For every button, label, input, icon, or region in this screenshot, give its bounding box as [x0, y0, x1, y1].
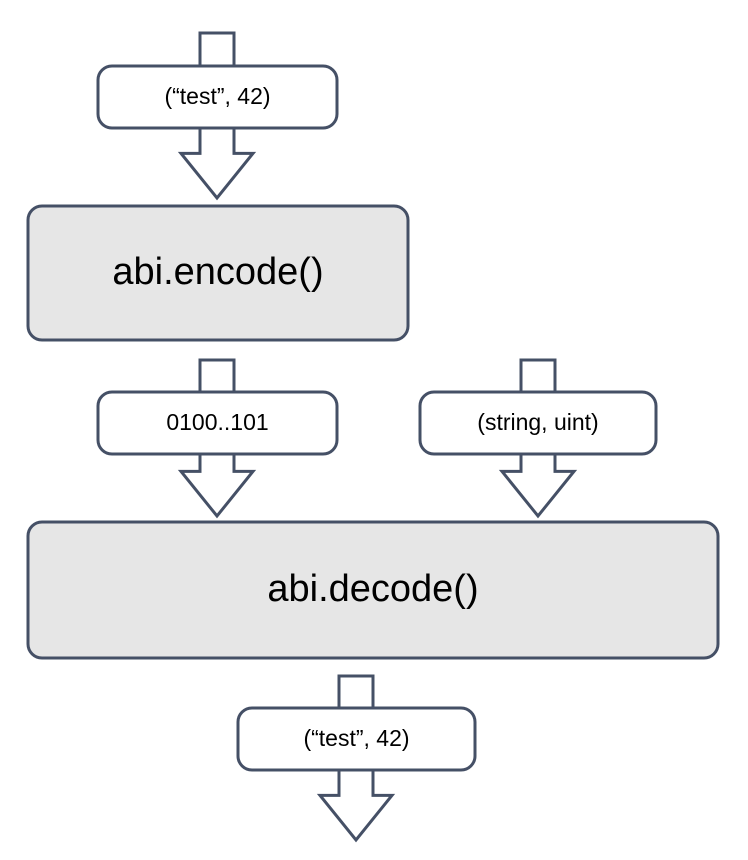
- node-layer: (“test”, 42) abi.encode() 0100..101 (string…: [26, 64, 720, 772]
- stub-into-encoded: [198, 358, 236, 392]
- data-box[interactable]: [418, 390, 658, 456]
- arrow-input-to-encode: [177, 128, 257, 201]
- data-box[interactable]: [236, 706, 477, 772]
- connector-layer: [177, 31, 578, 843]
- process-box[interactable]: [26, 204, 410, 342]
- node-abi-encode[interactable]: abi.encode(): [26, 204, 410, 342]
- data-box[interactable]: [96, 390, 339, 456]
- stub-into-output: [337, 674, 375, 708]
- node-encoded-bytes[interactable]: 0100..101: [96, 390, 339, 456]
- stub-into-input: [198, 31, 236, 66]
- node-label: (“test”, 42): [303, 725, 409, 751]
- node-abi-decode[interactable]: abi.decode(): [26, 520, 720, 660]
- node-label: abi.encode(): [112, 251, 323, 293]
- data-box[interactable]: [96, 64, 339, 130]
- node-label: 0100..101: [166, 409, 268, 435]
- node-label: abi.decode(): [267, 568, 478, 610]
- node-label: (string, uint): [477, 409, 598, 435]
- arrow-encoded-to-decode: [177, 454, 257, 519]
- node-output-tuple[interactable]: (“test”, 42): [236, 706, 477, 772]
- stub-into-signature: [519, 358, 557, 392]
- node-label: (“test”, 42): [164, 83, 270, 109]
- arrow-signature-to-decode: [498, 454, 578, 519]
- arrow-output-down: [316, 770, 396, 843]
- node-type-signature[interactable]: (string, uint): [418, 390, 658, 456]
- node-input-tuple[interactable]: (“test”, 42): [96, 64, 339, 130]
- process-box[interactable]: [26, 520, 720, 660]
